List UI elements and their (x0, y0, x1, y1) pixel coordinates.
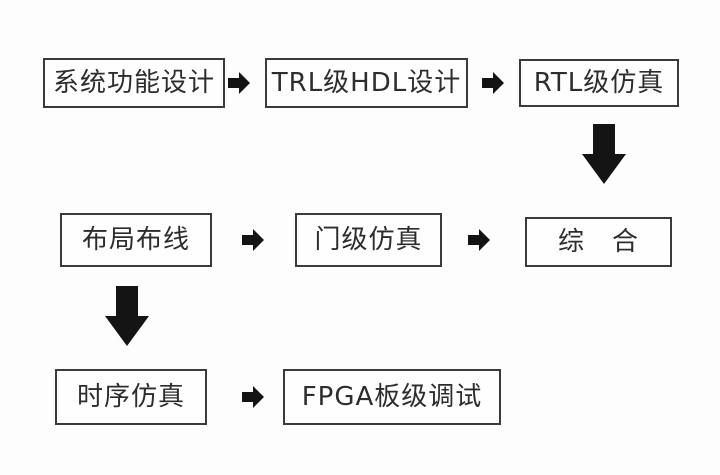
node-trl-hdl-design: TRL级HDL设计 (265, 58, 468, 108)
arrow-down-icon (105, 286, 149, 346)
node-place-and-route: 布局布线 (60, 213, 212, 267)
arrow-right-icon (242, 386, 264, 408)
node-fpga-board-debug: FPGA板级调试 (283, 369, 501, 425)
arrow-right-icon (242, 229, 264, 251)
node-system-function-design: 系统功能设计 (43, 58, 225, 108)
arrow-right-icon (482, 72, 504, 94)
node-gate-level-simulation: 门级仿真 (295, 213, 442, 267)
node-rtl-simulation: RTL级仿真 (519, 59, 679, 107)
arrow-right-icon (228, 72, 250, 94)
arrow-down-icon (582, 124, 626, 184)
node-synthesis: 综 合 (525, 217, 672, 267)
node-timing-simulation: 时序仿真 (55, 369, 207, 425)
arrow-right-icon (468, 229, 490, 251)
